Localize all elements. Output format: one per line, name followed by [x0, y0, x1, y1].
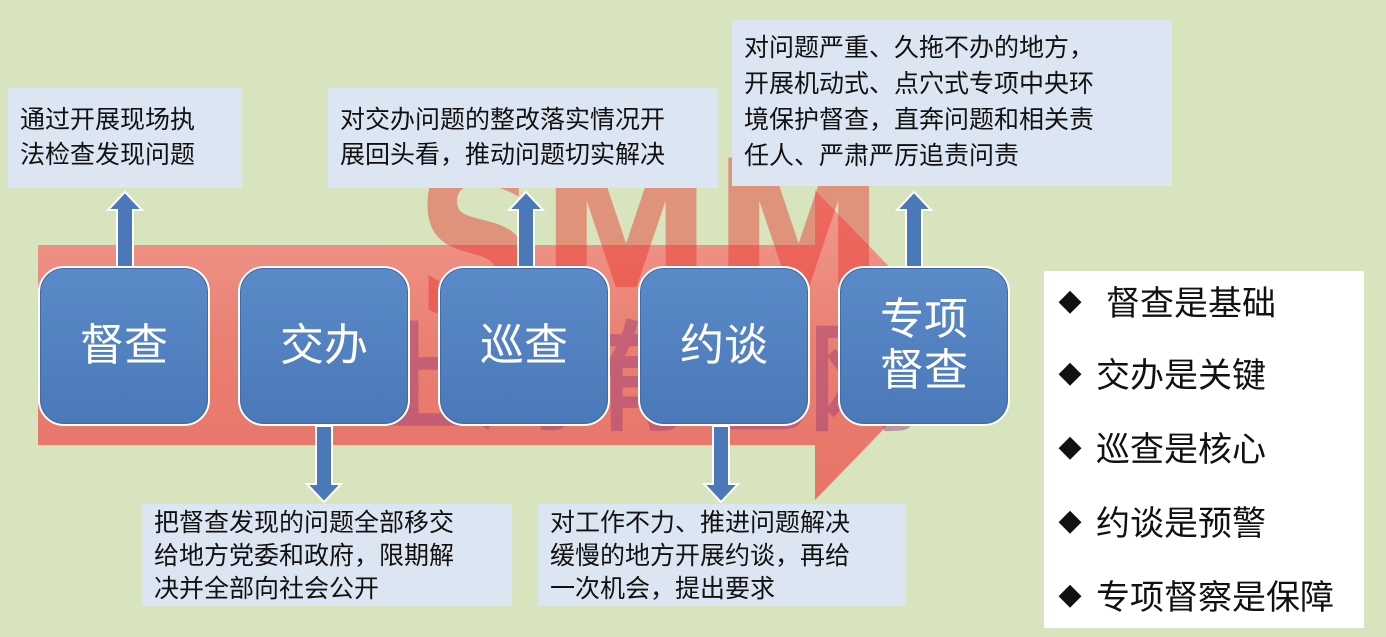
note-line: 给地方党委和政府，限期解	[154, 541, 455, 570]
arrow-down-yt	[701, 425, 741, 504]
note-line: 把督查发现的问题全部移交	[154, 508, 455, 537]
diamond-bullet-icon: ◆	[1058, 354, 1082, 390]
note-jb: 把督查发现的问题全部移交 给地方党委和政府，限期解 决并全部向社会公开	[142, 504, 512, 606]
arrow-up-xc	[506, 190, 546, 269]
arrow-up-zx	[894, 190, 934, 269]
note-line: 决并全部向社会公开	[154, 574, 380, 603]
stage-label-line2: 督查	[880, 345, 968, 396]
arrow-up-dc	[105, 190, 145, 269]
note-zx: 对问题严重、久拖不办的地方， 开展机动式、点穴式专项中央环 境保护督查，直奔问题…	[732, 20, 1172, 186]
note-line: 对工作不力、推进问题解决	[550, 508, 851, 537]
stage-label: 巡查	[480, 319, 568, 371]
note-xc: 对交办问题的整改落实情况开 展回头看，推动问题切实解决	[328, 88, 718, 188]
note-line: 缓慢的地方开展约谈，再给	[550, 541, 851, 570]
stage-jb: 交办	[238, 266, 410, 426]
legend-box: ◆ 督查是基础 ◆ 交办是关键 ◆ 巡查是核心 ◆ 约谈是预警 ◆ 专项督察是保…	[1044, 271, 1364, 628]
arrow-down-jb	[304, 425, 344, 504]
legend-item: ◆ 专项督察是保障	[1044, 569, 1334, 619]
legend-item: ◆ 巡查是核心	[1044, 421, 1266, 471]
diamond-bullet-icon: ◆	[1058, 282, 1082, 318]
note-line: 对交办问题的整改落实情况开	[340, 105, 666, 134]
stage-label: 督查	[80, 319, 168, 371]
stage-dc: 督查	[38, 266, 210, 426]
stage-label: 交办	[280, 319, 368, 371]
diamond-bullet-icon: ◆	[1058, 428, 1082, 464]
legend-item: ◆ 督查是基础	[1044, 275, 1276, 325]
legend-item-label: 约谈是预警	[1096, 503, 1266, 544]
legend-item-label: 专项督察是保障	[1096, 577, 1334, 618]
stage-xc: 巡查	[438, 266, 610, 426]
legend-item-label: 交办是关键	[1096, 355, 1266, 396]
note-line: 展回头看，推动问题切实解决	[340, 140, 666, 169]
note-line: 法检查发现问题	[20, 140, 196, 169]
note-line: 通过开展现场执	[20, 105, 196, 134]
note-line: 境保护督查，直奔问题和相关责	[744, 105, 1095, 134]
stage-zx: 专项 督查	[838, 266, 1010, 426]
legend-item: ◆ 约谈是预警	[1044, 495, 1266, 545]
legend-item: ◆ 交办是关键	[1044, 347, 1266, 397]
note-line: 开展机动式、点穴式专项中央环	[744, 69, 1095, 98]
note-line: 一次机会，提出要求	[550, 574, 776, 603]
diamond-bullet-icon: ◆	[1058, 502, 1082, 538]
note-line: 对问题严重、久拖不办的地方，	[744, 33, 1095, 62]
note-dc: 通过开展现场执 法检查发现问题	[8, 88, 242, 188]
stage-label-line1: 专项	[880, 294, 968, 346]
legend-item-label: 巡查是核心	[1096, 429, 1266, 470]
note-line: 任人、严肃严厉追责问责	[744, 141, 1020, 170]
stage-yt: 约谈	[638, 266, 810, 426]
legend-item-label: 督查是基础	[1106, 283, 1276, 324]
diamond-bullet-icon: ◆	[1058, 576, 1082, 612]
note-yt: 对工作不力、推进问题解决 缓慢的地方开展约谈，再给 一次机会，提出要求	[538, 504, 906, 606]
stage-label: 约谈	[680, 319, 768, 371]
